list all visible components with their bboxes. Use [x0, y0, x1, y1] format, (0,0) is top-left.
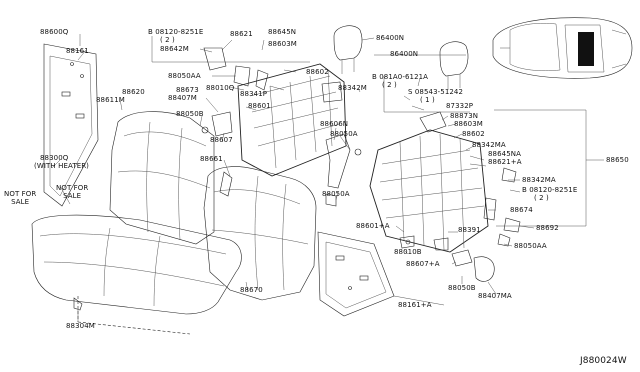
part-label: 87332P [446, 102, 474, 110]
bolt-code-label: B 08120-8251E [148, 28, 204, 36]
car-location-icon [492, 17, 633, 79]
variant-label: (WITH HEATER) [34, 162, 90, 170]
part-label: 88050AA [168, 72, 201, 80]
part-label: 88607 [210, 136, 233, 144]
part-label: 88661 [200, 155, 223, 163]
part-label: 88611M [96, 96, 125, 104]
headrest-lower [439, 41, 469, 90]
part-label: 88407MA [478, 292, 512, 300]
part-label: 88650 [606, 156, 629, 164]
part-label: 88621+A [488, 158, 522, 166]
part-label: 88010Q [206, 84, 235, 92]
part-label: 88342M [338, 84, 367, 92]
part-label: 88645N [268, 28, 297, 36]
seat-back-board-right [317, 231, 395, 317]
part-label: 88620 [122, 88, 145, 96]
part-label: 88600Q [40, 28, 69, 36]
part-label: 88601+A [356, 222, 390, 230]
part-label: 88642M [160, 45, 189, 53]
part-label: 88621 [230, 30, 253, 38]
not-for-sale-label: NOT FOR SALE [4, 190, 37, 206]
part-label: 88873N [450, 112, 479, 120]
part-label: 88692 [536, 224, 559, 232]
part-label: 88342MA [472, 141, 506, 149]
part-label: 88601 [248, 102, 271, 110]
part-label: 88050B [448, 284, 476, 292]
part-label: 88673 [176, 86, 199, 94]
part-label: 88341P [240, 90, 268, 98]
headrest-upper [333, 25, 363, 74]
part-label: 88010B [394, 248, 422, 256]
bolt-qty-label: ( 2 ) [382, 81, 397, 89]
seat-back-left [109, 111, 215, 245]
part-label: 86400N [390, 50, 419, 58]
part-label: 88050B [176, 110, 204, 118]
not-for-sale-label: NOT FOR SALE [56, 184, 89, 200]
diagram-code: J880024W [580, 356, 627, 366]
part-label: 88391 [458, 226, 481, 234]
part-label: 88300Q [40, 154, 69, 162]
part-label: 88670 [240, 286, 263, 294]
part-label: 88602 [306, 68, 329, 76]
part-label: 88603M [268, 40, 297, 48]
seat-back-board-left [43, 43, 99, 207]
seat-frame-right [369, 111, 521, 253]
seat-back-center [203, 166, 317, 301]
screw-code-label: S 08543-51242 [408, 88, 464, 96]
leader-lines [51, 34, 604, 322]
part-label: 88407M [168, 94, 197, 102]
bracket-88606n [325, 133, 362, 189]
part-label: 86400N [376, 34, 405, 42]
part-label: 88342MA [522, 176, 556, 184]
part-label: 88606N [320, 120, 349, 128]
bolt-code-label: B 081A0-6121A [372, 73, 429, 81]
bolt-qty-label: ( 2 ) [160, 36, 175, 44]
part-label: 88304M [66, 322, 95, 330]
part-label: 88161 [66, 47, 89, 55]
bracket-line-upper [151, 36, 310, 63]
bolt-qty-label: ( 2 ) [534, 194, 549, 202]
seat-frame-left [201, 47, 347, 177]
part-label: 88607+A [406, 260, 440, 268]
bracket-line-right [383, 76, 470, 113]
part-label: 88674 [510, 206, 533, 214]
part-label: 88050AA [514, 242, 547, 250]
part-label: 88050A [330, 130, 358, 138]
part-label: 88161+A [398, 301, 432, 309]
screw-qty-label: ( 1 ) [420, 96, 435, 104]
small-parts [325, 193, 495, 282]
part-label: 88602 [462, 130, 485, 138]
part-label: 88645NA [488, 150, 521, 158]
part-label: 88603M [454, 120, 483, 128]
seat-cushion [31, 214, 242, 335]
part-label: 88050A [322, 190, 350, 198]
bolt-code-label: B 08120-8251E [522, 186, 578, 194]
